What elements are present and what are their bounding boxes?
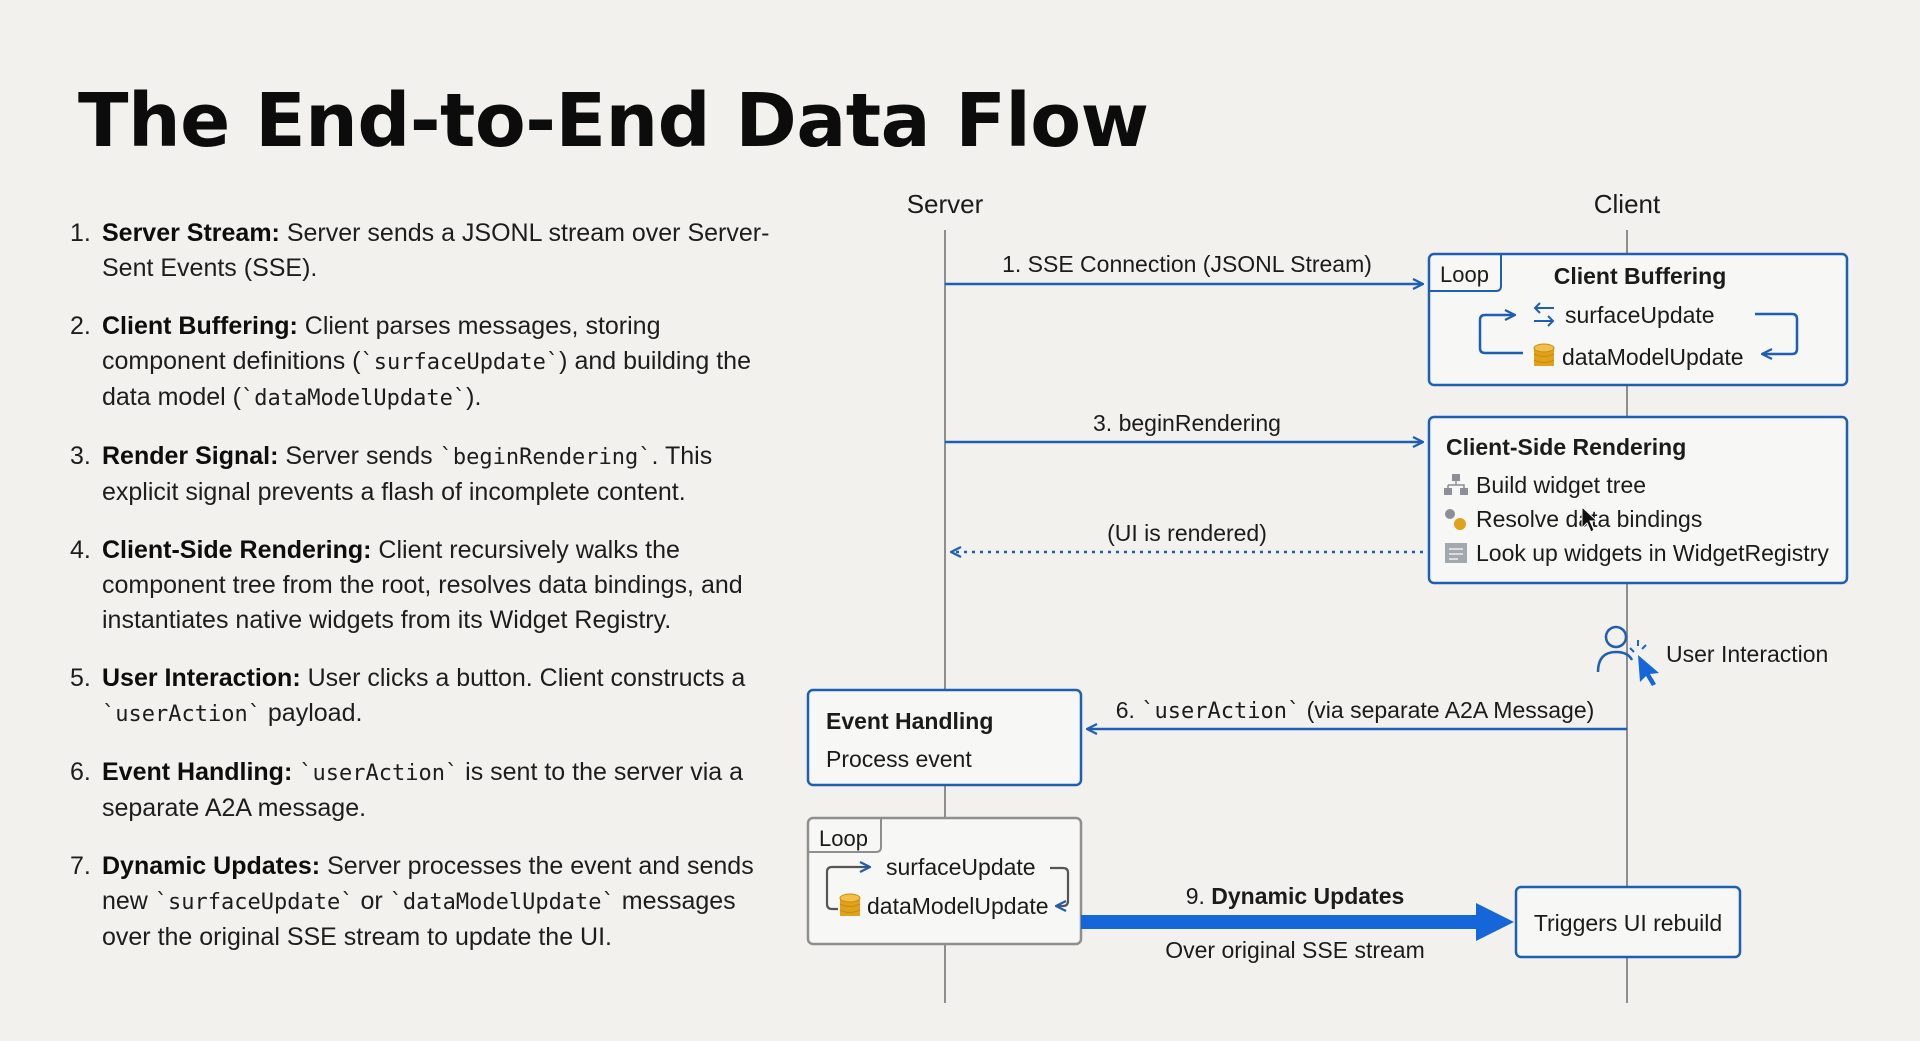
hierarchy-icon xyxy=(1444,474,1468,495)
step-code: `dataModelUpdate` xyxy=(240,386,467,411)
data-binding-icon xyxy=(1445,509,1466,530)
step-text: User Interaction: User clicks a button. … xyxy=(102,661,770,732)
step-code: `userAction` xyxy=(299,761,459,786)
step-text: Dynamic Updates: Server processes the ev… xyxy=(102,849,770,955)
server-lifeline-label: Server xyxy=(907,189,984,219)
step-number: 4. xyxy=(70,536,91,564)
user-action-rest: (via separate A2A Message) xyxy=(1300,697,1594,723)
client-buffering-box: Loop Client Buffering surfaceUpdate data… xyxy=(1427,252,1849,387)
dynamic-updates-label: 9. Dynamic Updates xyxy=(1186,883,1405,909)
step-number: 6. xyxy=(70,758,91,786)
step-number: 3. xyxy=(70,442,91,470)
server-loop-label: Loop xyxy=(819,826,868,851)
step-text: Event Handling: `userAction` is sent to … xyxy=(102,755,770,826)
step-body-text: Server sends a JSONL stream over Server-… xyxy=(102,219,770,282)
ui-rendered-label: (UI is rendered) xyxy=(1107,520,1267,546)
step-body-text: messages over the original SSE stream to… xyxy=(102,887,736,951)
step-number: 5. xyxy=(70,664,91,692)
swap-icon xyxy=(1533,302,1555,327)
step-item: 3. Render Signal: Server sends `beginRend… xyxy=(70,439,770,510)
steps-list: 1. Server Stream: Server sends a JSONL st… xyxy=(70,216,770,978)
step-code: `surfaceUpdate` xyxy=(154,890,354,915)
step-heading: Dynamic Updates: xyxy=(102,852,321,880)
step-code: `beginRendering` xyxy=(439,445,652,470)
begin-rendering-label: 3. beginRendering xyxy=(1093,410,1281,436)
mouse-cursor-icon xyxy=(1581,505,1599,533)
client-lifeline-label: Client xyxy=(1594,189,1661,219)
step-body-text: or xyxy=(353,887,390,915)
user-interaction-label: User Interaction xyxy=(1666,641,1828,667)
rendering-item-build-tree: Build widget tree xyxy=(1476,472,1646,498)
rendering-title: Client-Side Rendering xyxy=(1446,434,1686,460)
step-body-text: ). xyxy=(466,383,482,411)
step-heading: User Interaction: xyxy=(102,664,301,692)
buffering-item-surface-update: surfaceUpdate xyxy=(1565,302,1715,328)
step-item: 6. Event Handling: `userAction` is sent t… xyxy=(70,755,770,826)
registry-icon xyxy=(1445,543,1467,563)
step-heading: Client-Side Rendering: xyxy=(102,536,372,564)
step-number: 2. xyxy=(70,312,91,340)
sse-connection-label: 1. SSE Connection (JSONL Stream) xyxy=(1002,251,1372,277)
user-action-num: 6. xyxy=(1116,697,1142,723)
dynamic-updates-num: 9. xyxy=(1186,883,1212,909)
client-side-rendering-box: Client-Side Rendering Build widget tree … xyxy=(1427,415,1849,585)
database-icon xyxy=(839,893,861,916)
step-text: Client-Side Rendering: Client recursivel… xyxy=(102,533,770,638)
step-body-text: Client parses messages, storing componen… xyxy=(102,312,661,375)
dynamic-updates-arrow xyxy=(1081,903,1514,941)
step-item: 7. Dynamic Updates: Server processes the … xyxy=(70,849,770,955)
step-heading: Render Signal: xyxy=(102,442,279,470)
server-loop-item-surface-update: surfaceUpdate xyxy=(886,854,1036,880)
rendering-item-widget-registry: Look up widgets in WidgetRegistry xyxy=(1476,540,1829,566)
step-body-text: Client recursively walks the component t… xyxy=(102,536,743,634)
step-text: Client Buffering: Client parses messages… xyxy=(102,309,770,416)
user-action-label: 6. `userAction` (via separate A2A Messag… xyxy=(1116,697,1595,724)
buffering-loop-label: Loop xyxy=(1440,262,1489,287)
step-item: 4. Client-Side Rendering: Client recursiv… xyxy=(70,533,770,638)
page-title: The End-to-End Data Flow xyxy=(78,78,1149,164)
rebuild-label: Triggers UI rebuild xyxy=(1534,910,1722,936)
server-loop-item-data-model-update: dataModelUpdate xyxy=(867,893,1049,919)
server-loop-box: Loop surfaceUpdate dataModelUpdate xyxy=(806,816,1083,946)
step-item: 5. User Interaction: User clicks a button… xyxy=(70,661,770,732)
step-body-text: Server sends xyxy=(278,442,440,470)
step-heading: Server Stream: xyxy=(102,219,280,247)
step-code: `surfaceUpdate` xyxy=(360,350,560,375)
event-handling-title: Event Handling xyxy=(826,708,993,734)
dynamic-updates-sub: Over original SSE stream xyxy=(1165,937,1424,963)
step-item: 2. Client Buffering: Client parses messag… xyxy=(70,309,770,416)
buffering-title: Client Buffering xyxy=(1554,263,1727,289)
step-number: 7. xyxy=(70,852,91,880)
step-code: `dataModelUpdate` xyxy=(389,890,615,915)
step-body-text: User clicks a button. Client constructs … xyxy=(300,664,746,692)
step-code: `userAction` xyxy=(102,702,261,727)
step-body-text: . This explicit signal prevents a flash … xyxy=(102,442,713,506)
step-body-text: is sent to the server via a separate A2A… xyxy=(102,758,744,822)
event-handling-box: Event Handling Process event xyxy=(806,688,1083,787)
rebuild-box: Triggers UI rebuild xyxy=(1514,885,1742,959)
database-icon xyxy=(1533,343,1555,366)
buffering-item-data-model-update: dataModelUpdate xyxy=(1562,344,1744,370)
event-handling-sub: Process event xyxy=(826,746,972,772)
step-heading: Event Handling: xyxy=(102,758,293,786)
step-number: 1. xyxy=(70,219,91,247)
step-heading: Client Buffering: xyxy=(102,312,298,340)
step-item: 1. Server Stream: Server sends a JSONL st… xyxy=(70,216,770,286)
user-interaction-icon xyxy=(1596,625,1659,686)
dynamic-updates-bold: Dynamic Updates xyxy=(1211,883,1404,909)
user-action-code: `userAction` xyxy=(1141,699,1300,724)
step-body-text: Server processes the event and sends new xyxy=(102,852,754,915)
step-text: Render Signal: Server sends `beginRender… xyxy=(102,439,770,510)
step-text: Server Stream: Server sends a JSONL stre… xyxy=(102,216,770,286)
step-body-text: ) and building the data model ( xyxy=(102,347,751,411)
step-body-text: payload. xyxy=(260,699,363,727)
